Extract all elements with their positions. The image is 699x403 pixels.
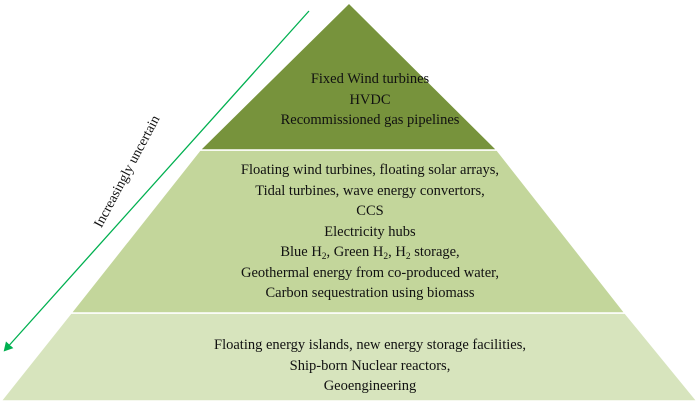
text-segment: storage, [410,244,460,260]
tier-middle-line: Carbon sequestration using biomass [265,285,475,301]
uncertainty-arrow [3,10,310,352]
tier-bottom-text: Floating energy islands, new energy stor… [100,335,640,397]
tier-middle-line: Electricity hubs [324,223,416,240]
text-segment: , H [388,244,406,260]
tier-middle-line: CCS [356,203,384,219]
tier-top-line: Recommissioned gas pipelines [280,112,460,128]
tier-middle-line: Geothermal energy from co-produced water… [240,264,500,281]
tier-middle-line: Floating wind turbines, floating solar a… [240,162,500,178]
tier-bottom-line: Ship-born Nuclear reactors, [289,357,451,374]
tier-top-line: Fixed Wind turbines [310,71,430,87]
text-segment: , Green H [326,244,384,260]
tier-middle-line: Blue H2, Green H2, H2 storage, [160,242,580,263]
tier-top-line: HVDC [349,91,391,108]
subscript: 2 [405,252,411,262]
tier-middle-line: Tidal turbines, wave energy convertors, [255,182,485,199]
pyramid-tier-top [198,1,499,151]
subscript: 2 [321,252,327,262]
tier-bottom-line: Geoengineering [323,378,417,394]
text-segment: Blue H [280,244,322,260]
tier-bottom-line: Floating energy islands, new energy stor… [214,337,526,353]
tier-middle-text: Floating wind turbines, floating solar a… [160,160,580,304]
subscript: 2 [383,252,389,262]
